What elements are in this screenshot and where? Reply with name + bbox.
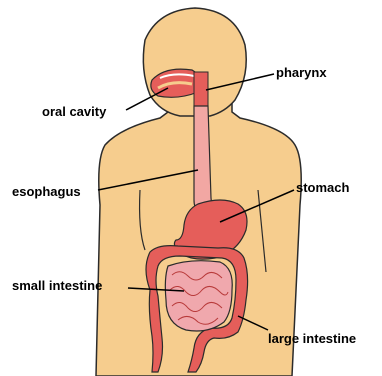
label-large-intestine: large intestine	[268, 331, 356, 346]
esophagus-organ	[194, 106, 211, 210]
label-stomach: stomach	[296, 180, 350, 195]
pharynx-organ	[194, 72, 208, 108]
label-pharynx: pharynx	[276, 65, 327, 80]
label-small-intestine: small intestine	[12, 278, 102, 293]
small-intestine-organ	[165, 261, 232, 331]
label-esophagus: esophagus	[12, 184, 81, 199]
label-oral-cavity: oral cavity	[42, 104, 107, 119]
